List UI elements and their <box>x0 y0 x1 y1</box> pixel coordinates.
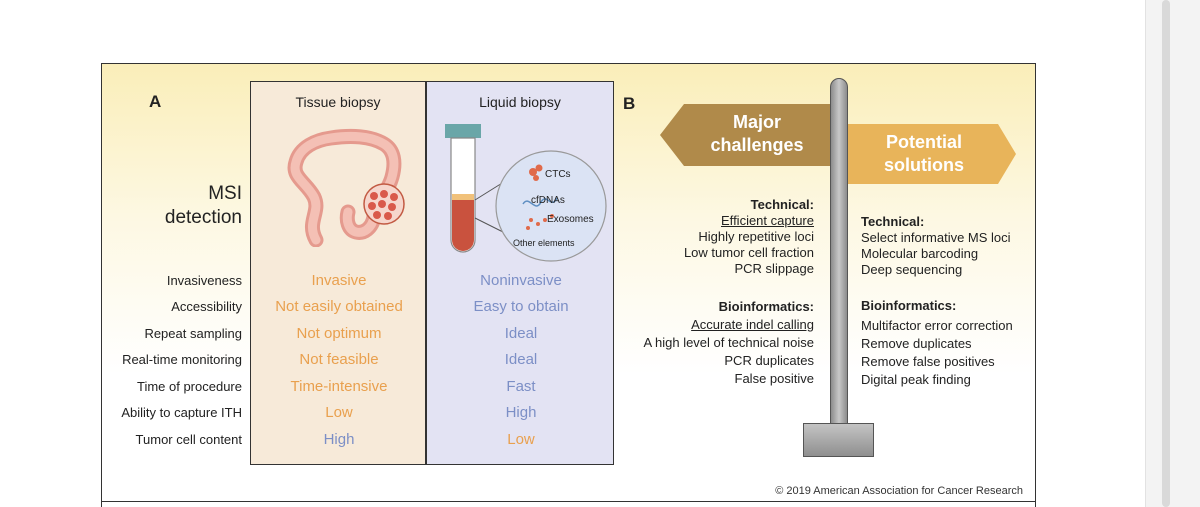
challenge-item: Low tumor cell fraction <box>683 245 814 260</box>
solutions-technical-header: Technical: <box>861 214 925 229</box>
msi-detection-label: MSI detection <box>165 182 242 230</box>
signpost-pole <box>830 78 848 430</box>
challenge-item: Accurate indel calling <box>691 317 814 332</box>
liquid-ith-value: High <box>505 404 537 421</box>
solutions-bioinformatics-header: Bioinformatics: <box>861 298 957 313</box>
panel-b-label: B <box>623 94 636 113</box>
solutions-list: Technical: Select informative MS loci Mo… <box>861 214 1013 388</box>
tissue-tumor-content-value: High <box>323 431 355 448</box>
solution-item: Multifactor error correction <box>861 318 1013 333</box>
signpost-arrows <box>660 104 1016 184</box>
scrollbar-track[interactable] <box>1145 0 1200 507</box>
liquid-time-of-procedure-value: Fast <box>506 378 536 395</box>
challenges-arrow <box>660 104 830 166</box>
challenge-item: False positive <box>734 371 814 386</box>
challenge-item: Highly repetitive loci <box>698 229 814 244</box>
challenge-item: Efficient capture <box>721 213 814 228</box>
blood-tube-illustration <box>445 124 607 262</box>
liquid-tumor-content-value: Low <box>507 431 535 448</box>
colon-illustration <box>287 128 405 247</box>
challenges-technical-header: Technical: <box>750 197 814 212</box>
tissue-biopsy-title: Tissue biopsy <box>295 94 381 110</box>
liquid-biopsy-column: Liquid biopsy CTCs cfDNAs Exosomes Other… <box>426 81 614 465</box>
row-label-repeat-sampling: Repeat sampling <box>144 326 242 341</box>
liquid-biopsy-title: Liquid biopsy <box>479 94 561 110</box>
exosomes-label: Exosomes <box>547 214 594 225</box>
liquid-repeat-sampling-value: Ideal <box>504 325 538 342</box>
cfdnas-label: cfDNAs <box>531 195 565 206</box>
challenges-line2: challenges <box>710 135 804 155</box>
row-label-tumor-content: Tumor cell content <box>135 432 242 447</box>
tissue-accessibility-value: Not easily obtained <box>275 298 403 315</box>
figure-footer-line <box>102 501 1035 502</box>
challenges-bioinformatics-header: Bioinformatics: <box>718 299 814 314</box>
other-elements-label: Other elements <box>513 238 575 248</box>
panel-a-label: A <box>149 92 162 111</box>
solution-item: Remove false positives <box>861 354 995 369</box>
challenges-line1: Major <box>732 112 781 132</box>
tissue-time-of-procedure-value: Time-intensive <box>290 378 388 395</box>
challenge-item: A high level of technical noise <box>643 335 814 350</box>
tissue-repeat-sampling-value: Not optimum <box>296 325 382 342</box>
tissue-invasiveness-value: Invasive <box>311 272 367 289</box>
liquid-real-time-monitoring-value: Ideal <box>504 351 538 368</box>
solution-item: Molecular barcoding <box>861 246 979 261</box>
tissue-real-time-monitoring-value: Not feasible <box>299 351 379 368</box>
row-label-invasiveness: Invasiveness <box>166 273 242 288</box>
liquid-accessibility-value: Easy to obtain <box>473 298 569 315</box>
solution-item: Deep sequencing <box>861 262 963 277</box>
challenge-item: PCR duplicates <box>724 353 814 368</box>
challenge-item: PCR slippage <box>734 261 815 276</box>
potential-solutions-sign: Potential solutions <box>859 131 989 177</box>
solution-item: Remove duplicates <box>861 336 972 351</box>
liquid-invasiveness-value: Noninvasive <box>480 272 562 289</box>
solution-item: Digital peak finding <box>861 372 971 387</box>
solution-item: Select informative MS loci <box>861 230 1011 245</box>
solutions-line1: Potential <box>885 132 962 152</box>
tissue-biopsy-column: Tissue biopsy Invasive Not easily obtain… <box>250 81 426 465</box>
ctcs-label: CTCs <box>545 169 571 180</box>
major-challenges-sign: Major challenges <box>692 111 822 157</box>
copyright-notice: © 2019 American Association for Cancer R… <box>775 485 1023 497</box>
tissue-ith-value: Low <box>325 404 353 421</box>
row-label-real-time-monitoring: Real-time monitoring <box>122 352 242 367</box>
row-label-ith: Ability to capture ITH <box>121 405 242 420</box>
figure-panel: A Tissue biopsy Invasive Not easily obta… <box>101 63 1036 507</box>
row-label-accessibility: Accessibility <box>171 299 242 314</box>
msi-line: MSI <box>208 183 242 204</box>
challenges-list: Technical: Efficient capture Highly repe… <box>643 197 814 387</box>
signpost-base <box>803 423 874 457</box>
row-label-time-of-procedure: Time of procedure <box>136 379 242 394</box>
detection-line: detection <box>164 207 242 228</box>
scrollbar-thumb[interactable] <box>1162 0 1170 507</box>
solutions-line2: solutions <box>884 155 964 175</box>
solutions-arrow <box>842 124 1016 184</box>
